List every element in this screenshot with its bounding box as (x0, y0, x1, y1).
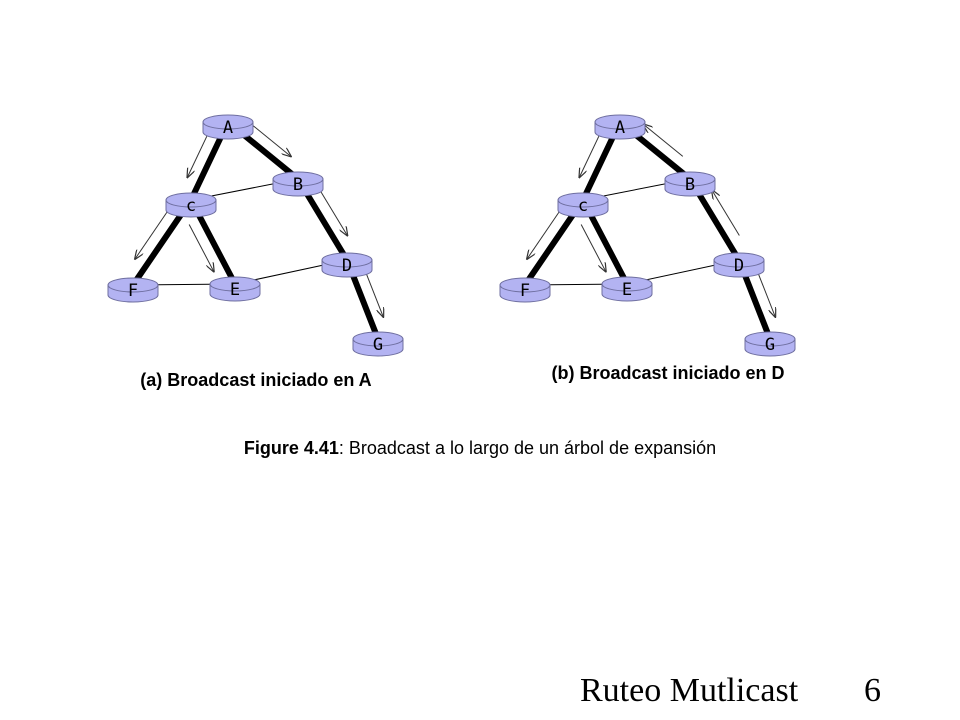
router-label-B: B (685, 175, 695, 195)
broadcast-arrow-C-E (580, 224, 606, 272)
router-F: F (499, 277, 551, 303)
figure-caption-text: : Broadcast a lo largo de un árbol de ex… (338, 438, 717, 458)
router-B: B (272, 171, 324, 197)
router-C: c (165, 192, 217, 218)
router-label-F: F (128, 281, 138, 301)
diagram-caption-b: (b) Broadcast iniciado en D (551, 363, 784, 383)
router-E: E (601, 276, 653, 302)
broadcast-arrow-A-C (579, 133, 601, 178)
router-label-E: E (230, 280, 240, 300)
router-D: D (713, 252, 765, 278)
router-F: F (107, 277, 159, 303)
broadcast-arrow-B-D (319, 189, 347, 235)
figure-number: Figure 4.41 (243, 438, 339, 458)
router-G: G (352, 331, 404, 357)
broadcast-arrow-D-G (365, 272, 383, 317)
router-B: B (664, 171, 716, 197)
broadcast-arrow-A-C (187, 133, 209, 178)
router-label-C: c (186, 196, 196, 216)
broadcast-arrow-C-F (135, 211, 168, 259)
broadcast-arrow-D-G (757, 272, 775, 317)
broadcast-arrow-B-A (644, 124, 684, 157)
broadcast-arrow-A-B (251, 124, 291, 156)
slide-footer: Ruteo Mutlicast 6 (0, 672, 960, 716)
broadcast-arrow-D-B (712, 190, 740, 236)
router-D: D (321, 252, 373, 278)
router-label-G: G (373, 335, 383, 355)
router-label-D: D (734, 256, 744, 276)
router-A: A (594, 114, 646, 140)
router-label-A: A (223, 118, 233, 138)
broadcast-arrow-C-E (188, 224, 214, 272)
broadcast-arrow-C-F (527, 211, 560, 259)
diagram-a: A BcD E F G(a) Broadcast iniciado en A (107, 114, 404, 390)
router-label-C: c (578, 196, 588, 216)
router-C: c (557, 192, 609, 218)
router-label-G: G (765, 335, 775, 355)
router-label-D: D (342, 256, 352, 276)
slide-title: Ruteo Mutlicast (580, 672, 799, 709)
router-G: G (744, 331, 796, 357)
router-E: E (209, 276, 261, 302)
router-label-A: A (615, 118, 625, 138)
diagram-b: A BcD E F G (b) Broadcast iniciado en D (499, 114, 796, 383)
page-number: 6 (864, 672, 881, 709)
figure-caption: Figure 4.41: Broadcast a lo largo de un … (0, 438, 960, 459)
router-label-B: B (293, 175, 303, 195)
router-label-E: E (622, 280, 632, 300)
diagram-caption-a: (a) Broadcast iniciado en A (140, 370, 371, 390)
router-A: A (202, 114, 254, 140)
router-label-F: F (520, 281, 530, 301)
